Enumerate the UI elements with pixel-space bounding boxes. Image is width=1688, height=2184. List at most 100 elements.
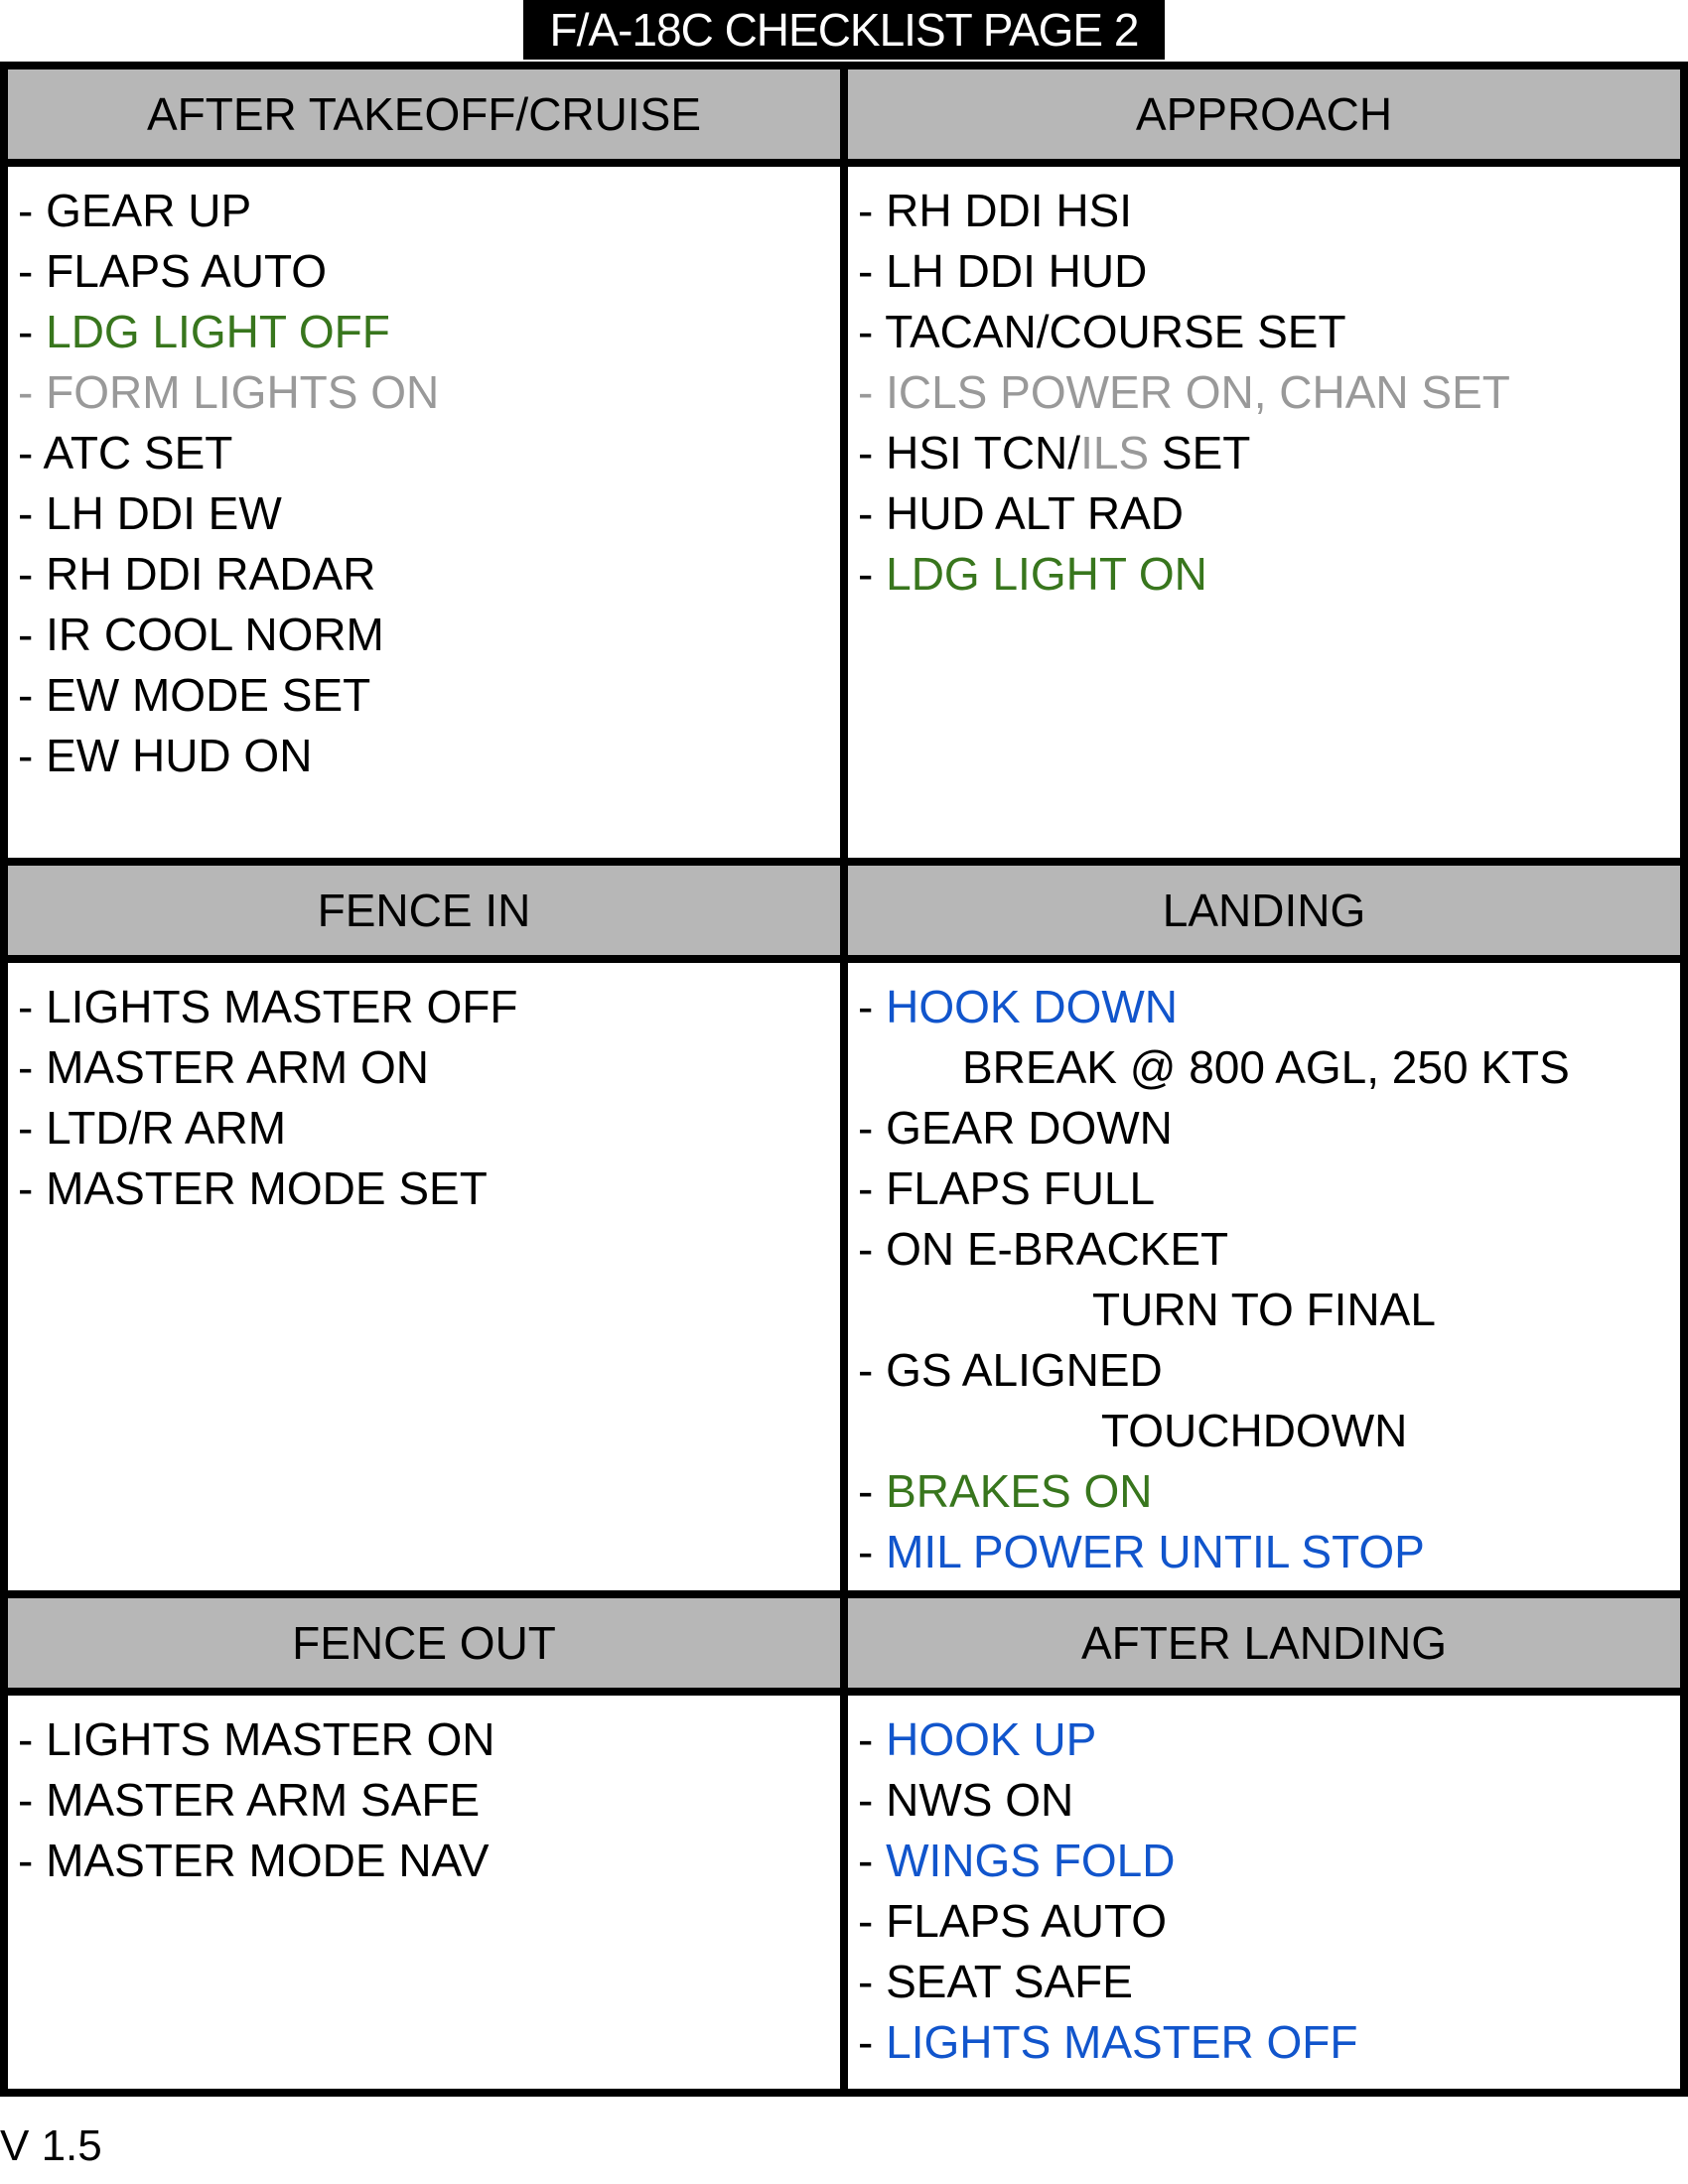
checklist-item-text: - bbox=[858, 1526, 887, 1577]
checklist-item-text: - ICLS POWER ON, CHAN SET bbox=[858, 366, 1510, 418]
checklist-item-text: - bbox=[858, 2016, 887, 2068]
section-items: - LIGHTS MASTER OFF - MASTER ARM ON - LTD/… bbox=[8, 963, 840, 1590]
checklist-item-text: - bbox=[858, 1835, 887, 1886]
checklist-item: - FLAPS FULL bbox=[858, 1159, 1670, 1219]
section-header: AFTER LANDING bbox=[848, 1598, 1680, 1688]
checklist-item-text: - FLAPS AUTO bbox=[858, 1895, 1168, 1947]
checklist-item-text: - EW MODE SET bbox=[18, 669, 371, 721]
checklist-item-text: - bbox=[858, 1713, 887, 1765]
section-header: APPROACH bbox=[848, 69, 1680, 159]
section-items: - GEAR UP- FLAPS AUTO- LDG LIGHT OFF- FO… bbox=[8, 167, 840, 858]
checklist-item-text: - LH DDI EW bbox=[18, 487, 282, 539]
checklist-item: - LIGHTS MASTER ON bbox=[18, 1709, 830, 1770]
checklist-item: - RH DDI HSI bbox=[858, 181, 1670, 241]
checklist-item-text: - bbox=[18, 306, 47, 357]
checklist-item-text: - LH DDI HUD bbox=[858, 245, 1148, 297]
checklist-item: - LH DDI HUD bbox=[858, 241, 1670, 302]
checklist-item-text: - MASTER ARM ON bbox=[18, 1041, 430, 1093]
checklist-item-text: HOOK UP bbox=[886, 1713, 1097, 1765]
checklist-item: - HSI TCN/ILS SET bbox=[858, 423, 1670, 483]
section-header: LANDING bbox=[848, 866, 1680, 955]
checklist-item-text: - FLAPS FULL bbox=[858, 1162, 1156, 1214]
checklist-item-text: - FLAPS AUTO bbox=[18, 245, 328, 297]
checklist-item: - GS ALIGNED bbox=[858, 1340, 1670, 1401]
checklist-item: TOUCHDOWN bbox=[858, 1401, 1670, 1461]
checklist-item-text: WINGS FOLD bbox=[886, 1835, 1176, 1886]
checklist-item-text: LDG LIGHT OFF bbox=[46, 306, 390, 357]
checklist-item-text: - NWS ON bbox=[858, 1774, 1074, 1826]
checklist-item-text: HOOK DOWN bbox=[886, 981, 1178, 1032]
section-items: - RH DDI HSI - LH DDI HUD - TACAN/COURSE S… bbox=[848, 167, 1680, 858]
checklist-item: - FORM LIGHTS ON bbox=[18, 362, 830, 423]
checklist-item-text: - SEAT SAFE bbox=[858, 1956, 1133, 2007]
checklist-item: - EW HUD ON bbox=[18, 726, 830, 786]
checklist-item: BREAK @ 800 AGL, 250 KTS bbox=[858, 1037, 1670, 1098]
checklist-item: - TACAN/COURSE SET bbox=[858, 302, 1670, 362]
checklist-item: - LH DDI EW bbox=[18, 483, 830, 544]
checklist-item-text: TURN TO FINAL bbox=[1092, 1284, 1436, 1335]
checklist-item-text: - bbox=[858, 548, 887, 600]
checklist-item: - WINGS FOLD bbox=[858, 1831, 1670, 1891]
checklist-item: - LIGHTS MASTER OFF bbox=[858, 2012, 1670, 2073]
checklist-item-text: - bbox=[858, 981, 887, 1032]
checklist-item-text: - FORM LIGHTS ON bbox=[18, 366, 440, 418]
checklist-item: - SEAT SAFE bbox=[858, 1952, 1670, 2012]
checklist-item-text: - ATC SET bbox=[18, 427, 233, 478]
checklist-item-text: - RH DDI RADAR bbox=[18, 548, 376, 600]
checklist-item: - MASTER ARM ON bbox=[18, 1037, 830, 1098]
checklist-item: - BRAKES ON bbox=[858, 1461, 1670, 1522]
checklist-item: - LTD/R ARM bbox=[18, 1098, 830, 1159]
checklist-item-text: - MASTER MODE SET bbox=[18, 1162, 488, 1214]
version-label: V 1.5 bbox=[0, 2121, 102, 2170]
checklist-item-text: TOUCHDOWN bbox=[1101, 1405, 1408, 1456]
checklist-item-text: BRAKES ON bbox=[886, 1465, 1153, 1517]
checklist-item: - HOOK DOWN bbox=[858, 977, 1670, 1037]
checklist-item-text: - GEAR UP bbox=[18, 185, 252, 236]
checklist-item: - ICLS POWER ON, CHAN SET bbox=[858, 362, 1670, 423]
checklist-item: - FLAPS AUTO bbox=[18, 241, 830, 302]
checklist-item-text: SET bbox=[1149, 427, 1251, 478]
checklist-item: - ATC SET bbox=[18, 423, 830, 483]
checklist-item: - FLAPS AUTO bbox=[858, 1891, 1670, 1952]
checklist-item-text: - HSI TCN/ bbox=[858, 427, 1081, 478]
checklist-item-text: - GEAR DOWN bbox=[858, 1102, 1173, 1154]
checklist-item-text: - GS ALIGNED bbox=[858, 1344, 1163, 1396]
checklist-item: TURN TO FINAL bbox=[858, 1280, 1670, 1340]
checklist-item: - GEAR DOWN bbox=[858, 1098, 1670, 1159]
checklist-item-text: BREAK @ 800 AGL, 250 KTS bbox=[962, 1041, 1570, 1093]
checklist-item: - LDG LIGHT OFF bbox=[18, 302, 830, 362]
section-items: - HOOK UP- NWS ON- WINGS FOLD- FLAPS AUT… bbox=[848, 1696, 1680, 2089]
checklist-item-text: - ON E-BRACKET bbox=[858, 1223, 1229, 1275]
page-title: F/A-18C CHECKLIST PAGE 2 bbox=[523, 0, 1165, 60]
section-items: - LIGHTS MASTER ON- MASTER ARM SAFE - MAS… bbox=[8, 1696, 840, 2089]
checklist-item-text: ILS bbox=[1080, 427, 1150, 478]
checklist-item-text: - HUD ALT RAD bbox=[858, 487, 1185, 539]
checklist-item: - EW MODE SET bbox=[18, 665, 830, 726]
checklist-item: - GEAR UP bbox=[18, 181, 830, 241]
checklist-item: - RH DDI RADAR bbox=[18, 544, 830, 605]
checklist-item-text: LDG LIGHT ON bbox=[886, 548, 1207, 600]
checklist-item-text: - LIGHTS MASTER OFF bbox=[18, 981, 518, 1032]
checklist-item-text: - bbox=[858, 1465, 887, 1517]
checklist-item-text: LIGHTS MASTER OFF bbox=[886, 2016, 1358, 2068]
checklist-item: - IR COOL NORM bbox=[18, 605, 830, 665]
checklist-item-text: - MASTER MODE NAV bbox=[18, 1835, 490, 1886]
checklist-item-text: - EW HUD ON bbox=[18, 730, 313, 781]
checklist-item: - LDG LIGHT ON bbox=[858, 544, 1670, 605]
checklist-item-text: - TACAN/COURSE SET bbox=[858, 306, 1346, 357]
checklist-item: - HUD ALT RAD bbox=[858, 483, 1670, 544]
checklist-item: - MASTER MODE NAV bbox=[18, 1831, 830, 1891]
checklist-item: - MIL POWER UNTIL STOP bbox=[858, 1522, 1670, 1582]
checklist-item: - LIGHTS MASTER OFF bbox=[18, 977, 830, 1037]
checklist-item-text: MIL POWER UNTIL STOP bbox=[886, 1526, 1425, 1577]
section-header: FENCE IN bbox=[8, 866, 840, 955]
checklist-item: - NWS ON bbox=[858, 1770, 1670, 1831]
checklist-item-text: - MASTER ARM SAFE bbox=[18, 1774, 481, 1826]
checklist-item-text: - LTD/R ARM bbox=[18, 1102, 287, 1154]
checklist-item: - MASTER ARM SAFE bbox=[18, 1770, 830, 1831]
checklist-item-text: - RH DDI HSI bbox=[858, 185, 1132, 236]
checklist-item: - ON E-BRACKET bbox=[858, 1219, 1670, 1280]
checklist-item: - HOOK UP bbox=[858, 1709, 1670, 1770]
